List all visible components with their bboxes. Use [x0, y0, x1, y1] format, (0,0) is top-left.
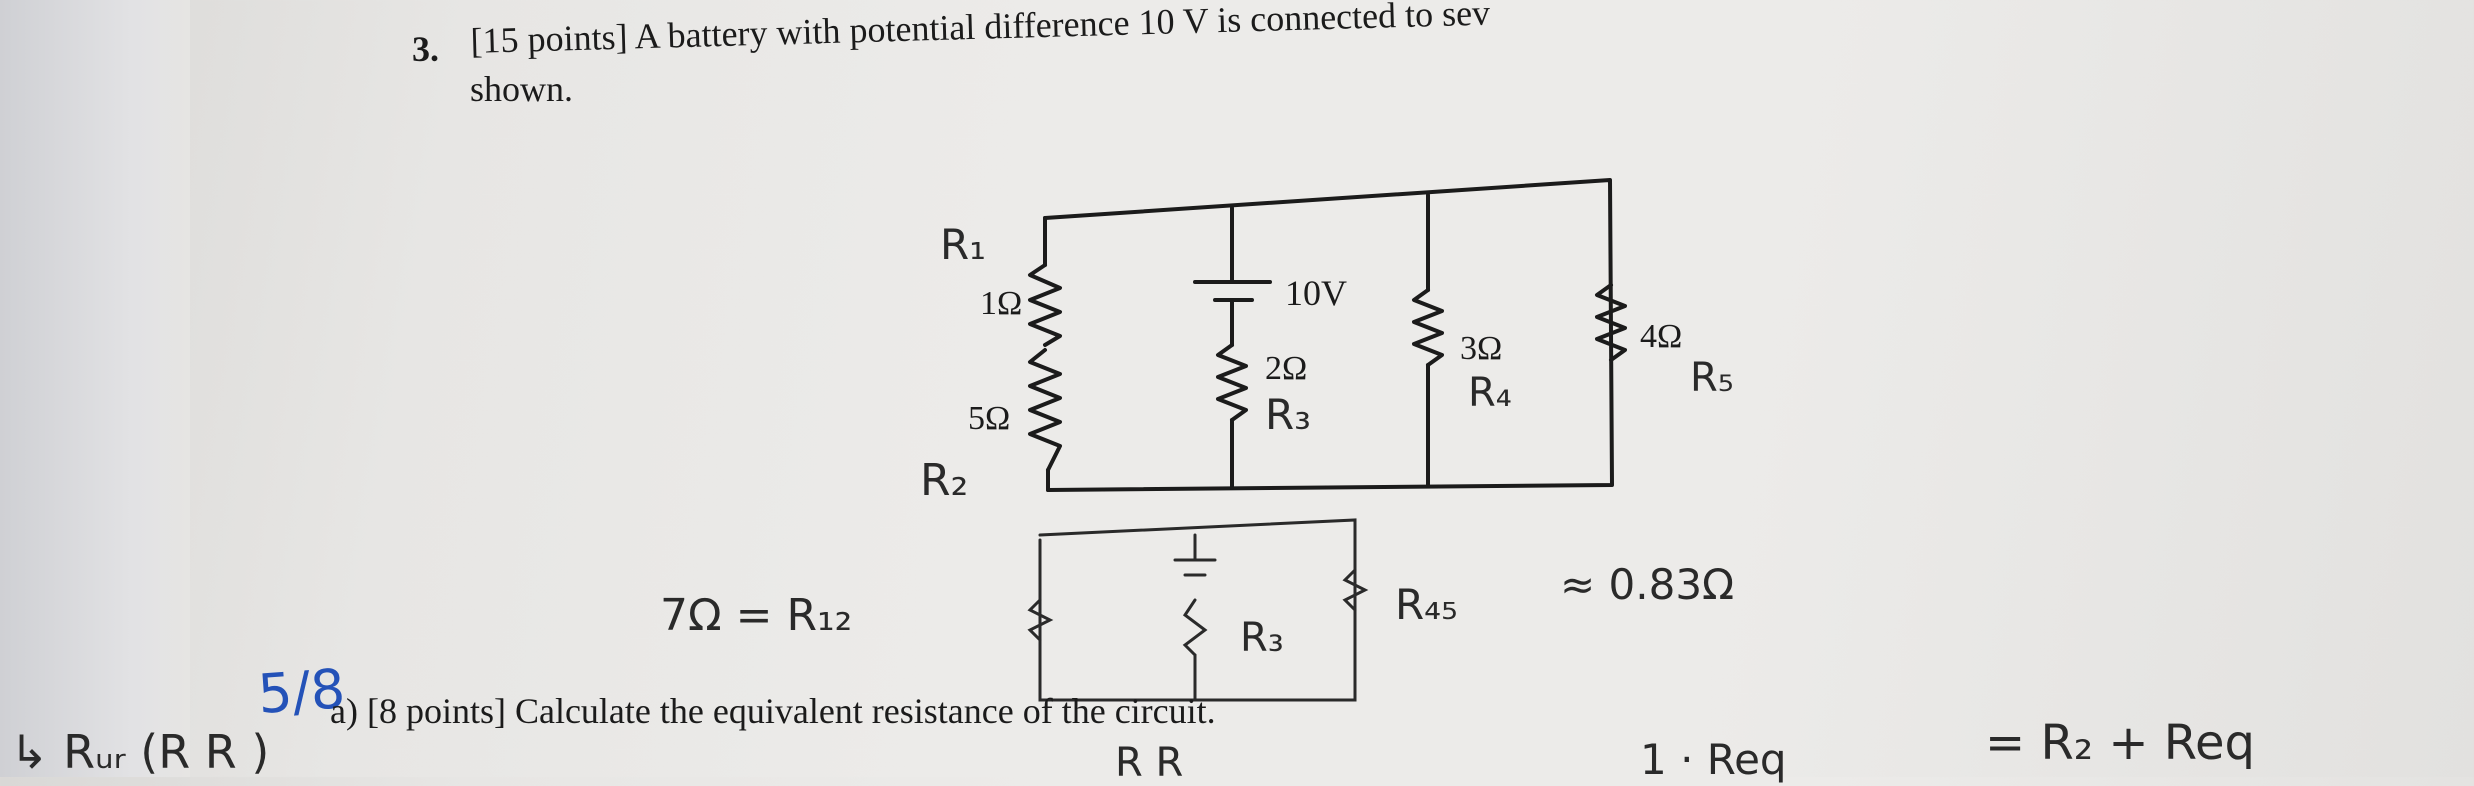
annotation-bottom-mid: R R: [1115, 740, 1184, 786]
annotation-r45: R₄₅: [1395, 580, 1458, 629]
resistor-r1-value: 1Ω: [980, 285, 1023, 322]
battery-voltage-label: 10V: [1285, 273, 1347, 313]
annotation-sketch-r3: R₃: [1240, 615, 1284, 661]
resistor-r4: [1412, 288, 1444, 367]
question-text-continued: shown.: [470, 69, 574, 109]
resistor-r2-value: 5Ω: [968, 400, 1011, 437]
annotation-r4: R₄: [1468, 370, 1512, 416]
sketch-resistor-r45: [1342, 568, 1369, 612]
binder-page-edge: [0, 0, 190, 777]
annotation-bottom-right-2: = R₂ + Req: [1985, 715, 2255, 771]
annotation-r2: R₂: [920, 455, 969, 506]
resistor-r3-value: 2Ω: [1265, 350, 1308, 387]
resistor-r5-value: 4Ω: [1640, 318, 1683, 355]
sketch-circuit-frame: [1038, 518, 1357, 702]
resistor-r2: [1028, 348, 1062, 472]
resistor-r1: [1028, 263, 1062, 347]
annotation-bottom-left: ↳ Rᵤᵣ (R R ): [10, 725, 270, 779]
sketch-resistor-r12: [1027, 598, 1054, 642]
annotation-bottom-right-1: 1 · Req: [1640, 735, 1787, 784]
question-number: 3.: [412, 29, 439, 69]
part-a-prompt: a) [8 points] Calculate the equivalent r…: [330, 691, 1216, 731]
resistor-r3: [1216, 343, 1248, 422]
annotation-r12: 7Ω = R₁₂: [660, 590, 853, 641]
annotation-r5: R₅: [1690, 355, 1734, 401]
circuit-wire-frame: [1043, 178, 1614, 492]
sketch-resistor-r3: [1182, 598, 1208, 657]
annotation-r1: R₁: [940, 220, 987, 269]
resistor-r4-value: 3Ω: [1460, 330, 1503, 367]
annotation-r45-value: ≈ 0.83Ω: [1560, 560, 1735, 609]
resistor-r5: [1595, 283, 1627, 362]
annotation-r3: R₃: [1265, 390, 1312, 439]
